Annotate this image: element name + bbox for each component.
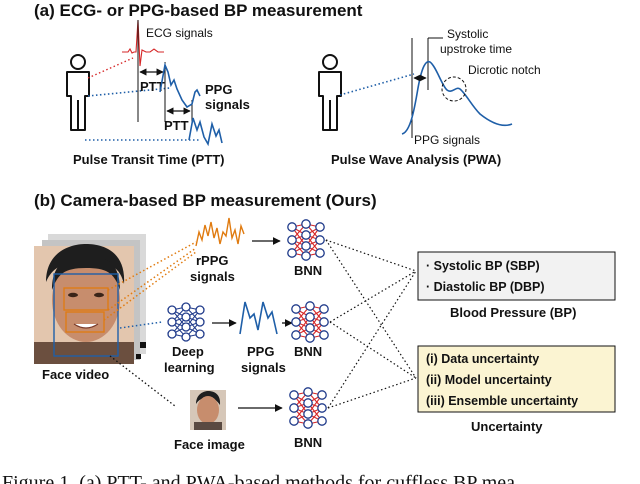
rppg-waveform [195,217,245,247]
bp-caption: Blood Pressure (BP) [450,305,576,320]
bnn-label-3: BNN [294,435,322,450]
bnn-to-output-links [325,239,417,409]
pwa-ppg-label: PPG signals [414,133,480,147]
bnn-label-1: BNN [294,263,322,278]
face-image-thumbnail [190,390,226,430]
pwa-sensor-link [339,73,415,96]
bnn-icon-3 [289,387,327,429]
bnn-icon-2 [291,301,329,343]
face-to-image-link [109,355,176,407]
face-image-label: Face image [174,437,245,452]
ptt-label-1: PTT [140,79,165,94]
bnn-icon-1 [287,219,325,261]
ecg-waveform [122,19,164,67]
pwa-caption: Pulse Wave Analysis (PWA) [331,152,501,167]
bp-output-box [417,251,616,301]
figure-caption: Figure 1. (a) PTT- and PWA-based methods… [2,472,515,484]
uncertainty-item-ensemble: (iii) Ensemble uncertainty [426,394,578,408]
bp-item-sbp: · Systolic BP (SBP) [426,259,540,273]
person-icon-pwa [318,54,342,131]
face-video-label: Face video [42,367,109,382]
systolic-label-line1: Systolic [447,27,488,41]
ppg-waveform-b [239,301,278,335]
uncertainty-caption: Uncertainty [471,419,543,434]
ptt-caption: Pulse Transit Time (PTT) [73,152,224,167]
uncertainty-item-model: (ii) Model uncertainty [426,373,552,387]
ppg-waveform-lower [188,117,223,147]
deep-label-line1: Deep [172,344,204,359]
ppg-waveform-upper [159,62,201,109]
ptt-label-2: PTT [164,118,189,133]
deep-learning-icon [167,302,205,342]
ppg-label-line2: signals [205,97,250,112]
ppg-label-line1: PPG [205,82,232,97]
face-video-thumbnail [34,234,146,364]
panel-b-title: (b) Camera-based BP measurement (Ours) [34,191,377,210]
dicrotic-label: Dicrotic notch [468,63,541,77]
pwa-waveform [401,60,513,135]
face-to-rppg-links [103,241,197,321]
uncertainty-output-box [417,345,616,413]
panel-a-title: (a) ECG- or PPG-based BP measurement [34,1,363,20]
deep-label-line2: learning [164,360,215,375]
person-icon-ptt [66,54,90,131]
ppg-sensor-link-upper [87,87,171,97]
bp-item-dbp: · Diastolic BP (DBP) [426,280,545,294]
ecg-sensor-link [87,57,134,79]
rppg-label-line1: rPPG [196,253,229,268]
dicrotic-notch-circle [441,76,467,102]
systolic-label-line2: upstroke time [440,42,512,56]
ecg-label: ECG signals [146,26,213,40]
face-to-dnn-link [119,321,163,329]
rppg-label-line2: signals [190,269,235,284]
ppg-b-label-line1: PPG [247,344,274,359]
ppg-b-label-line2: signals [241,360,286,375]
uncertainty-item-data: (i) Data uncertainty [426,352,539,366]
bnn-label-2: BNN [294,344,322,359]
